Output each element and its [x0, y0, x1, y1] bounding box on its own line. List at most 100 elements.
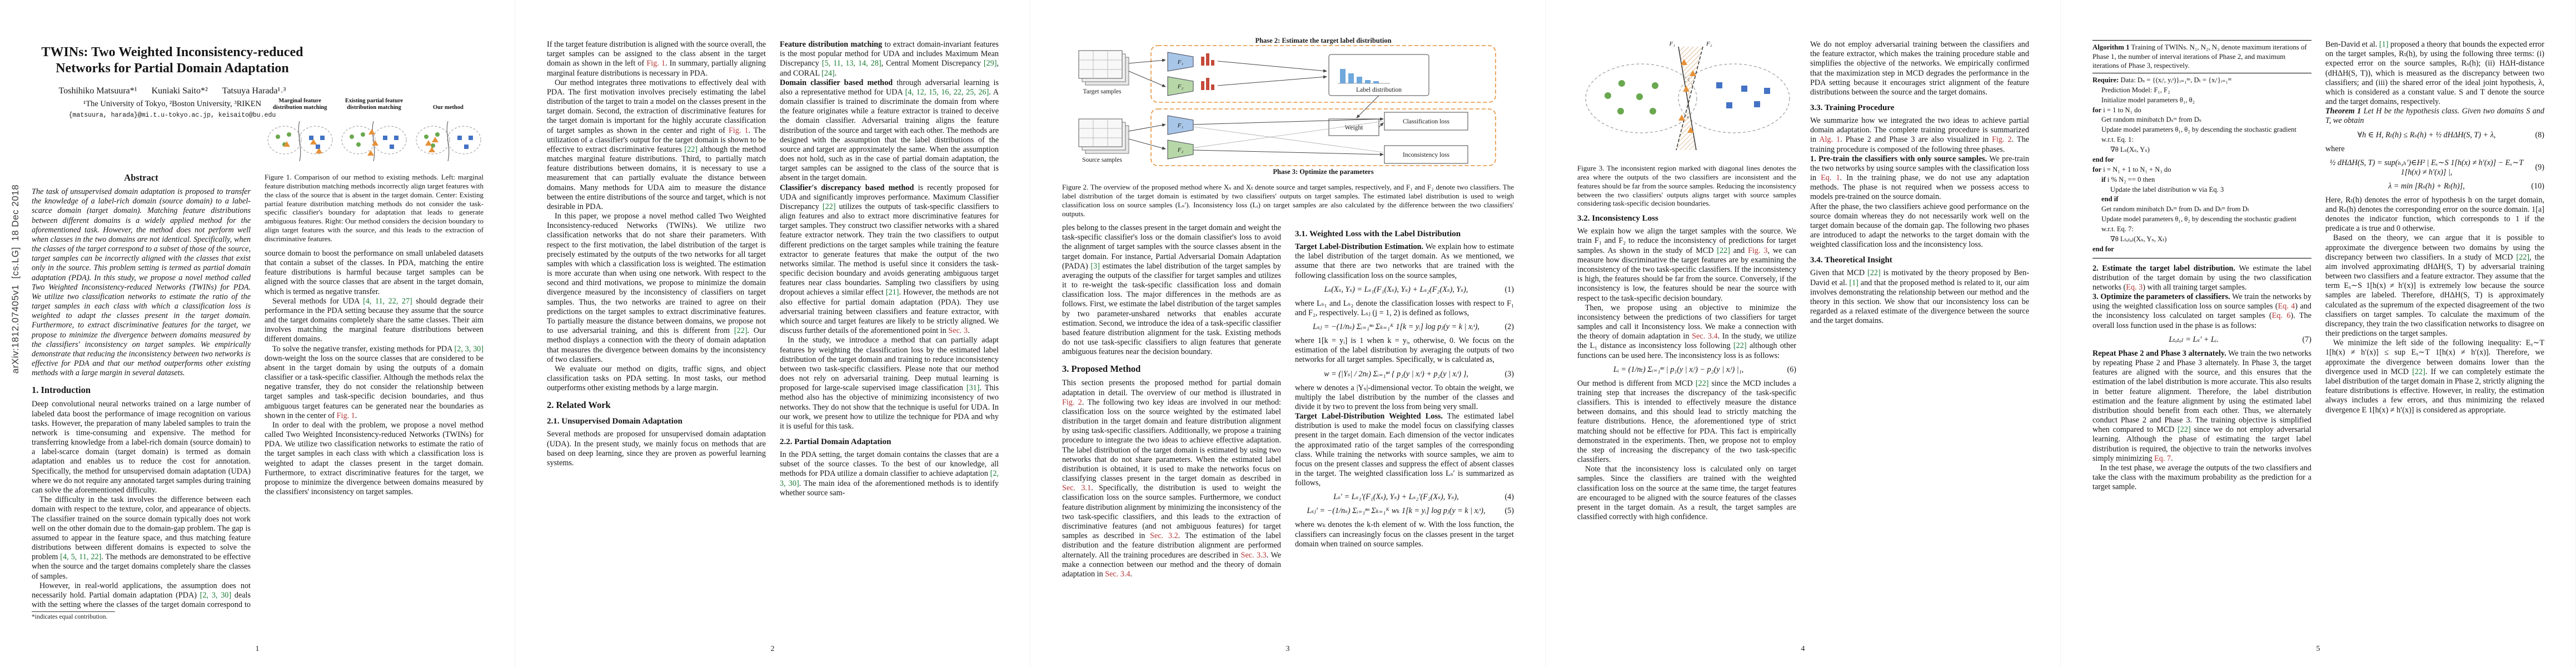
- internal-ref-link[interactable]: Eq. 4: [2278, 302, 2295, 311]
- internal-ref-link[interactable]: Eq. 6: [2271, 311, 2291, 321]
- figure1-panel-title: Marginal feature distribution matching: [272, 97, 327, 111]
- paragraph: Repeat Phase 2 and Phase 3 alternately. …: [2092, 349, 2311, 463]
- page3-right-column: 3.1. Weighted Loss with the Label Distri…: [1295, 223, 1514, 616]
- inconsistent-region-bottom: [1676, 103, 1696, 150]
- internal-ref-link[interactable]: Sec. 3: [948, 326, 968, 336]
- citation-link[interactable]: [29]: [983, 59, 997, 68]
- internal-ref-link[interactable]: Sec. 3.2: [1150, 531, 1178, 541]
- paragraph: Theorem 1 Let H be the hypothesis class.…: [2325, 107, 2544, 126]
- internal-ref-link[interactable]: Sec. 3.4: [1692, 332, 1718, 341]
- author-3: Tatsuya Harada¹˒³: [222, 86, 286, 96]
- citation-link[interactable]: [22]: [1717, 246, 1730, 255]
- citation-link[interactable]: [2, 3, 30]: [200, 590, 232, 600]
- internal-ref-link[interactable]: Eq. 1: [1821, 173, 1840, 183]
- paragraph: However, in real-world applications, the…: [32, 581, 251, 609]
- paragraph: We do not employ adversarial training be…: [1810, 40, 2029, 97]
- internal-ref-link[interactable]: Fig. 2: [1062, 397, 1082, 407]
- citation-link[interactable]: [5, 11, 13, 14, 28]: [821, 59, 881, 68]
- internal-ref-link[interactable]: Sec. 3.3: [1240, 550, 1267, 560]
- title-block: TWINs: Two Weighted Inconsistency-reduce…: [28, 44, 317, 119]
- paragraph: We explain how we align the target sampl…: [1577, 227, 1796, 303]
- citation-link[interactable]: [22]: [1733, 341, 1747, 351]
- figure1-panel-ours: Our method: [413, 96, 484, 170]
- citation-link[interactable]: [1]: [2379, 40, 2389, 49]
- citation-link[interactable]: [4, 11, 22, 27]: [363, 296, 412, 306]
- algorithm-line: ∇θ Lₛ(Xₛ, Yₛ): [2110, 146, 2150, 153]
- equation: w = (|Yₛ| / 2nₜ) Σᵢ₌₁ⁿᵗ { p₁(y | xᵢᵗ) + …: [1324, 369, 1514, 379]
- subsection-heading: 3.3. Training Procedure: [1810, 103, 1895, 113]
- method-overview-diagram: Phase 2: Estimate the target label distr…: [1078, 37, 1496, 176]
- internal-ref-link[interactable]: Fig. 3: [1748, 246, 1768, 255]
- citation-link[interactable]: [3]: [1090, 261, 1100, 271]
- page5-right-column: Ben-David et al. [1] proposed a theory t…: [2325, 40, 2544, 617]
- author-list: Toshihiko Matsuura*¹ Kuniaki Saito*² Tat…: [28, 86, 317, 96]
- paragraph: In order to deal with the problem, we pr…: [265, 420, 484, 497]
- equation: Lₛ(Xₛ, Yₛ) = Lₛ₁(F₁(Xₛ), Yₛ) + Lₛ₂(F₂(Xₛ…: [1324, 285, 1514, 294]
- citation-link[interactable]: [21]: [885, 288, 899, 297]
- page2-right-column: Feature distribution matching to extract…: [780, 40, 999, 617]
- internal-ref-link[interactable]: Fig. 2: [1992, 135, 2012, 145]
- author-1: Toshihiko Matsuura*¹: [58, 86, 137, 96]
- page4-columns: F₁ F₂ Figure 3. The inconsistent region …: [1577, 40, 2029, 617]
- internal-ref-link[interactable]: Fig. 1: [336, 411, 355, 420]
- subsection-heading: 2.1. Unsupervised Domain Adaptation: [547, 417, 682, 426]
- citation-link[interactable]: [22]: [684, 145, 698, 154]
- author-emails[interactable]: {matsuura, harada}@mi.t.u-tokyo.ac.jp, k…: [68, 111, 276, 119]
- algorithm-1: Algorithm 1 Training of TWINs. N₁, N₂, N…: [2092, 40, 2311, 258]
- equation: λ = min [Rₛ(h) + Rₜ(h)],(10): [2388, 181, 2544, 191]
- equation: Lₜₒₜₐₗ = Lₛ′ + Lᵢ.(7): [2169, 335, 2311, 344]
- algorithm-line: Prediction Model: F₁, F₂: [2101, 86, 2170, 94]
- citation-link[interactable]: [4, 5, 11, 22]: [60, 552, 102, 562]
- internal-ref-link[interactable]: Eq. 7: [2154, 454, 2171, 463]
- paragraph: Our method integrates three motivations …: [547, 78, 766, 211]
- equation: Lₛⱼ = −(1/nₛ) Σᵢ₌₁ⁿˢ Σₖ₌₁ᴷ 1[k = yᵢ] log…: [1313, 322, 1514, 332]
- citation-link[interactable]: [2, 3, 30]: [780, 469, 999, 488]
- paragraph: Then, we propose using an objective to m…: [1577, 303, 1796, 360]
- weight-label: Weight: [1345, 125, 1364, 131]
- citation-link[interactable]: [4, 12, 15, 16, 22, 25, 26]: [905, 87, 989, 97]
- page1-right-column: Marginal feature distribution matching E…: [265, 72, 484, 609]
- algorithm-line: ∇θ Lₜₒₜₐₗ(Xₛ, Yₛ, Xₜ): [2110, 235, 2167, 243]
- paragraph: After the phase, the two classifiers ach…: [1810, 202, 2029, 250]
- figure1-panel-existing: Existing partial feature distribution ma…: [338, 96, 409, 170]
- paragraph: Feature distribution matching to extract…: [780, 40, 999, 78]
- citation-link[interactable]: [22]: [1867, 268, 1881, 278]
- internal-ref-link[interactable]: Sec. 3.1: [1062, 484, 1092, 493]
- paragraph: We summarize how we integrated the two i…: [1810, 116, 2029, 154]
- citation-link[interactable]: [2, 3, 30]: [454, 344, 484, 354]
- citation-link[interactable]: [31]: [966, 384, 980, 393]
- citation-link[interactable]: [22]: [2178, 425, 2191, 435]
- paragraph: Several methods are proposed for unsuper…: [547, 430, 766, 467]
- source-cluster-2: [1678, 63, 1790, 133]
- page2-columns: If the target feature distribution is al…: [547, 40, 999, 617]
- classifier1-label: F₁: [1177, 59, 1184, 66]
- citation-link[interactable]: [22]: [2516, 252, 2530, 262]
- citation-link[interactable]: [22]: [2412, 367, 2425, 376]
- internal-ref-link[interactable]: Eq. 3: [2126, 282, 2143, 292]
- algorithm-line: end for: [2092, 245, 2114, 253]
- page-5: Algorithm 1 Training of TWINs. N₁, N₂, N…: [2061, 0, 2576, 667]
- arxiv-stamp: arXiv:1812.07405v1 [cs.LG] 18 Dec 2018: [10, 184, 21, 374]
- citation-link[interactable]: [22]: [1695, 379, 1709, 388]
- internal-ref-link[interactable]: Fig. 1: [646, 59, 665, 68]
- internal-ref-link[interactable]: Sec. 3.4: [1105, 569, 1130, 579]
- citation-link[interactable]: [22]: [822, 202, 836, 211]
- algorithm-line: for i = 1 to N₁ do: [2092, 106, 2141, 114]
- internal-ref-link[interactable]: Fig. 1: [728, 126, 749, 135]
- footnote-text: *indicates equal contribution.: [32, 614, 108, 620]
- inconsistency-loss-label: Inconsistency loss: [1403, 152, 1450, 158]
- citation-link[interactable]: [1]: [1849, 278, 1858, 287]
- paragraph: Note that the inconsistency loss is calc…: [1577, 465, 1796, 522]
- footnote-equal-contribution: *indicates equal contribution.: [32, 611, 251, 620]
- figure1-panels: Marginal feature distribution matching E…: [265, 96, 484, 170]
- page-2: If the target feature distribution is al…: [515, 0, 1030, 667]
- internal-ref-link[interactable]: Alg. 1: [1819, 135, 1841, 145]
- paragraph: where: [2325, 144, 2345, 153]
- section-heading: 1. Introduction: [32, 385, 91, 396]
- citation-link[interactable]: [22]: [734, 326, 748, 336]
- citation-link[interactable]: [24]: [821, 68, 835, 78]
- paragraph: where Lₛ₁ and Lₛ₂ denote the classificat…: [1295, 298, 1514, 317]
